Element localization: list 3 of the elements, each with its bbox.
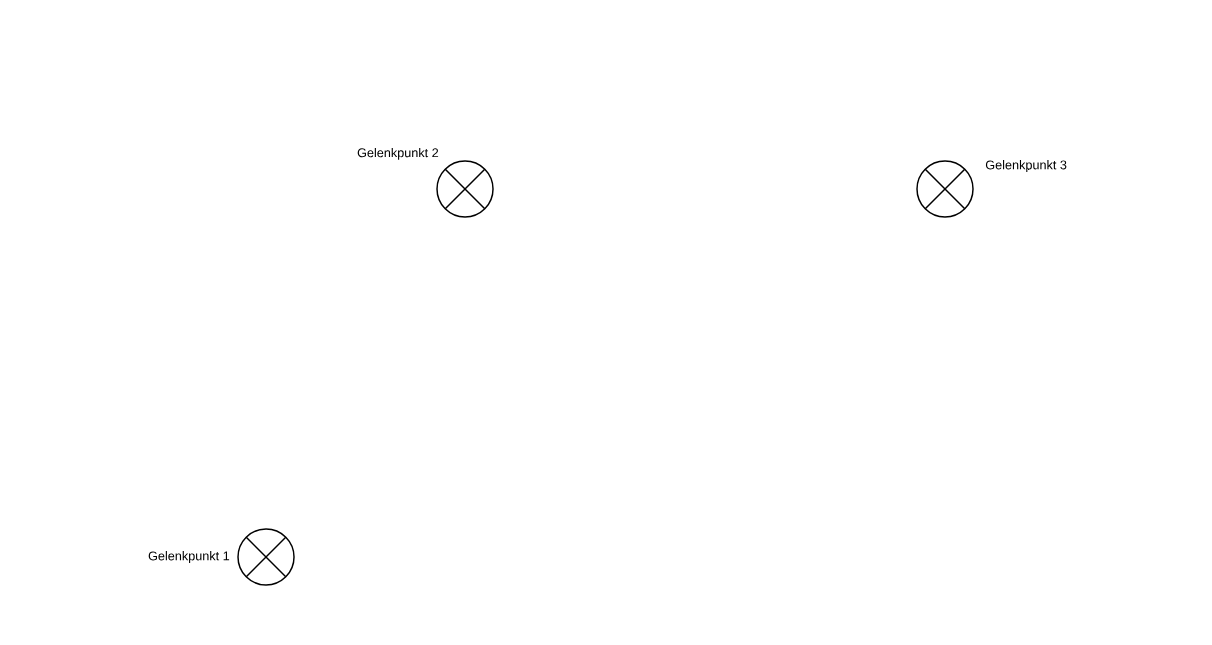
joint-label: Gelenkpunkt 2: [357, 147, 439, 160]
joint-label: Gelenkpunkt 1: [148, 551, 230, 563]
joint-label: Gelenkpunkt 3: [985, 160, 1067, 172]
